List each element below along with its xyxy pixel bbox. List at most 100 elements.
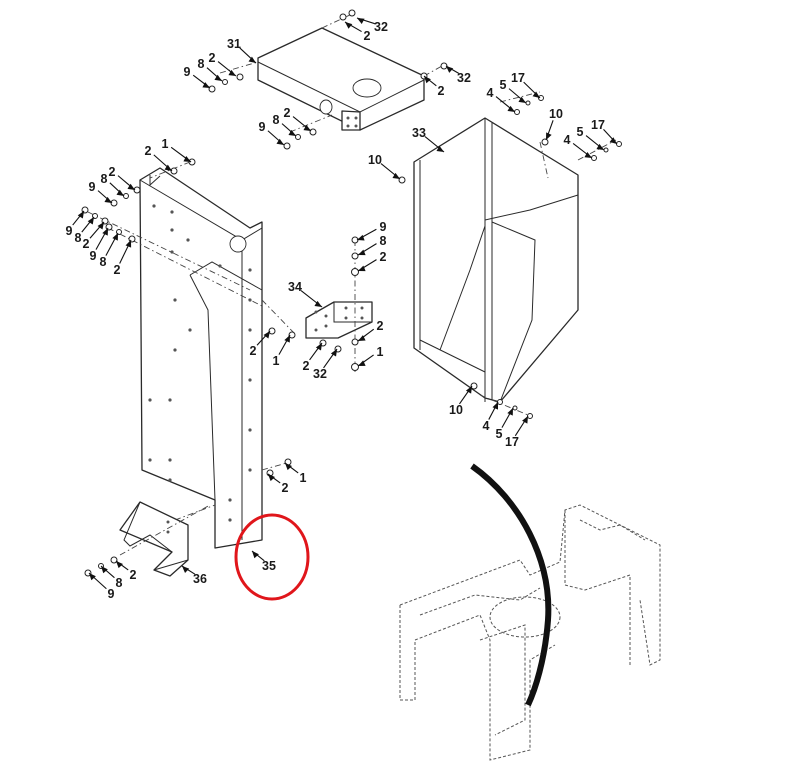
callout-31: 31 [227,37,257,64]
callout-33: 33 [412,126,445,153]
callout-32: 32 [313,348,338,381]
arrowhead-icon [228,69,236,76]
callout-number: 10 [449,403,463,417]
callout-2: 2 [344,21,371,43]
callout-17: 17 [591,118,618,145]
arrowhead-icon [358,249,366,256]
arrowhead-icon [127,183,135,190]
callout-2: 2 [209,51,237,77]
arrowhead-icon [358,360,366,366]
callout-number: 2 [145,144,152,158]
arrowhead-icon [392,172,400,179]
callout-number: 2 [377,319,384,333]
arrowhead-icon [77,211,84,219]
callout-number: 17 [591,118,605,132]
foot-bracket-part [119,501,211,577]
callout-32: 32 [445,65,471,85]
callout-number: 1 [377,345,384,359]
callout-number: 9 [89,180,96,194]
callout-5: 5 [500,78,527,104]
callout-number: 4 [487,86,494,100]
callout-9: 9 [356,220,387,241]
callout-9: 9 [89,180,113,204]
upright-column-part [87,161,297,549]
callout-2: 2 [303,342,323,373]
callout-number: 2 [209,51,216,65]
callout-number: 1 [162,137,169,151]
callout-number: 2 [284,106,291,120]
callout-number: 35 [262,559,276,573]
callout-17: 17 [511,71,541,99]
callout-9: 9 [66,210,85,238]
callout-number: 2 [109,165,116,179]
callout-2: 2 [284,106,312,132]
callout-number: 8 [380,234,387,248]
arrowhead-icon [446,66,454,73]
arrowhead-icon [314,300,322,307]
callout-10: 10 [368,153,401,180]
arrowhead-icon [276,138,284,145]
callout-2: 2 [357,250,387,272]
callout-2: 2 [250,330,271,358]
callout-9: 9 [184,65,211,89]
callout-number: 17 [511,71,525,85]
callout-2: 2 [357,319,384,342]
callout-2: 2 [115,560,137,582]
callout-35: 35 [251,550,276,573]
arrowhead-icon [436,145,444,152]
callout-10: 10 [545,107,563,141]
callout-17: 17 [505,415,529,449]
callout-number: 10 [549,107,563,121]
callout-2: 2 [267,473,289,495]
callout-2: 2 [114,239,132,277]
arrowhead-icon [288,129,296,136]
arrowhead-icon [285,463,292,471]
callout-number: 33 [412,126,426,140]
callout-8: 8 [198,57,223,82]
top-plate-bracket-part [219,13,443,133]
arrowhead-icon [357,234,365,241]
arrowhead-icon [248,56,256,63]
callout-9: 9 [88,572,115,601]
arrowhead-icon [252,551,259,559]
arrowhead-icon [202,82,210,88]
callout-number: 8 [101,172,108,186]
callout-number: 2 [303,359,310,373]
callout-number: 17 [505,435,519,449]
callout-number: 2 [250,344,257,358]
arrowhead-icon [507,105,515,112]
callout-1: 1 [284,462,307,485]
arrowhead-icon [303,124,311,131]
callout-number: 2 [282,481,289,495]
callout-1: 1 [273,334,291,368]
arrowhead-icon [424,76,431,84]
callout-number: 5 [496,427,503,441]
callout-number: 4 [483,419,490,433]
callout-10: 10 [449,385,473,417]
arrowhead-icon [104,196,112,203]
callout-number: 2 [83,237,90,251]
callout-number: 8 [100,255,107,269]
callout-8: 8 [357,234,387,256]
callout-1: 1 [357,345,384,367]
callout-number: 32 [374,20,388,34]
arrowhead-icon [87,217,94,225]
callout-number: 5 [577,125,584,139]
callout-32: 32 [356,17,388,34]
callout-number: 2 [114,263,121,277]
callout-2: 2 [109,165,136,191]
hopper-chute-part [413,91,617,416]
mounting-bracket-part [305,240,373,372]
callout-number: 8 [75,231,82,245]
callout-number: 1 [300,471,307,485]
callout-8: 8 [100,232,119,269]
callout-36: 36 [181,565,207,586]
callout-2: 2 [83,221,105,251]
callout-1: 1 [162,137,192,163]
callout-number: 32 [313,367,327,381]
arrowhead-icon [214,74,222,81]
callout-9: 9 [90,227,109,263]
callout-number: 36 [193,572,207,586]
arrowhead-icon [492,402,498,410]
